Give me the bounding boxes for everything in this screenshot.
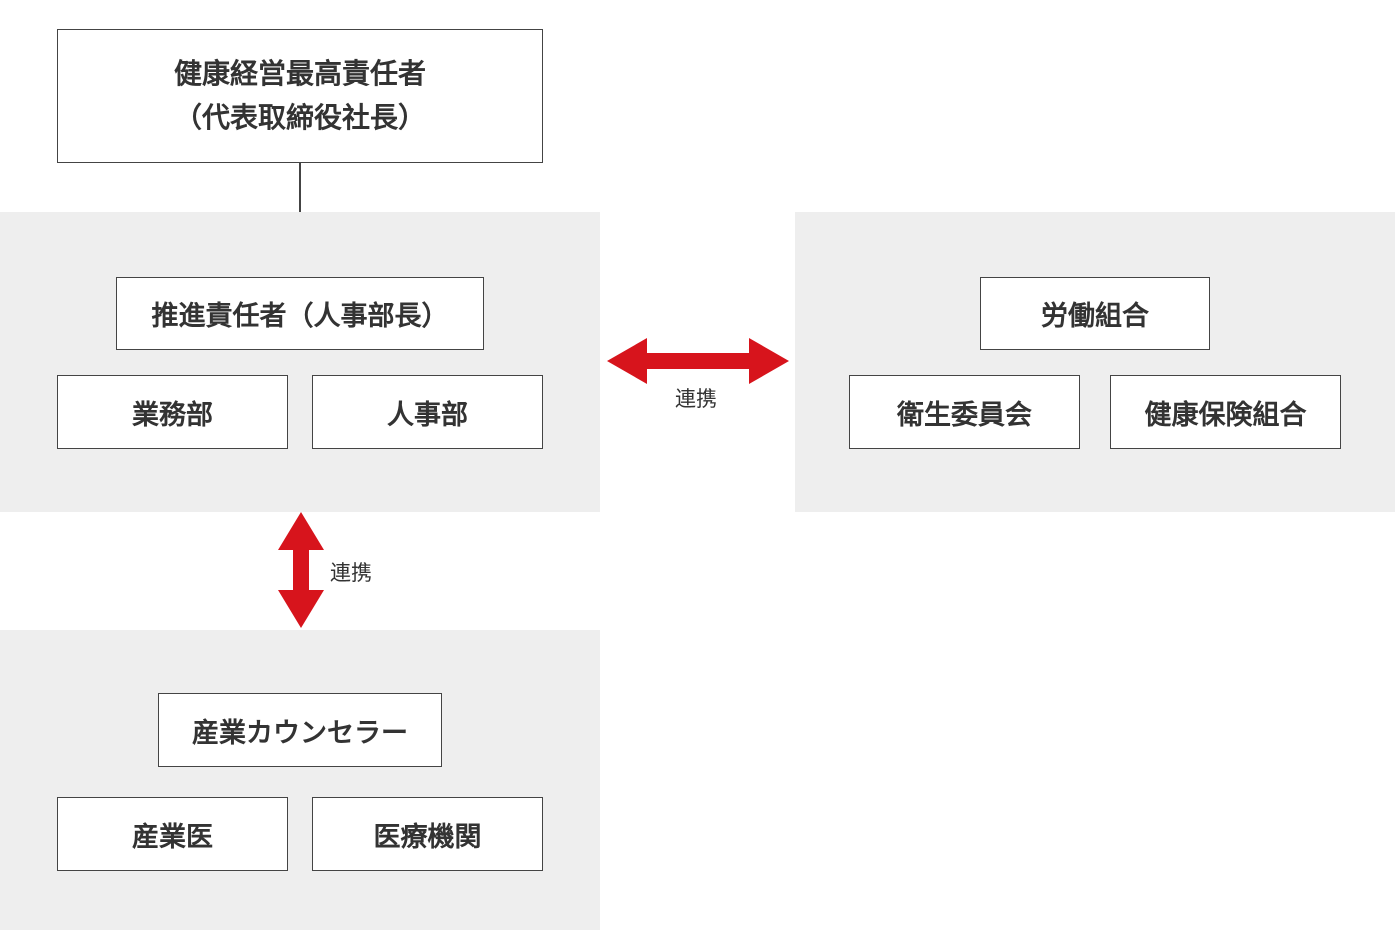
health-committee-box: 衛生委員会 xyxy=(849,375,1080,449)
ceo-role: （代表取締役社長） xyxy=(173,101,426,134)
ceo-title: 健康経営最高責任者 xyxy=(173,57,426,90)
partner-panel xyxy=(795,212,1395,512)
arrow-shape xyxy=(607,338,789,384)
promotion-panel xyxy=(0,212,600,512)
promotion-leader-box: 推進責任者（人事部長） xyxy=(116,277,484,350)
ceo-connector-line xyxy=(299,163,301,212)
medical-institution-box: 医療機関 xyxy=(312,797,543,871)
double-arrow-vertical-icon xyxy=(278,512,324,628)
medical-panel xyxy=(0,630,600,930)
labor-union-box: 労働組合 xyxy=(980,277,1210,350)
link-label-vertical: 連携 xyxy=(330,561,372,585)
department-hr-box: 人事部 xyxy=(312,375,543,449)
industrial-counselor-box: 産業カウンセラー xyxy=(158,693,442,767)
ceo-box: 健康経営最高責任者 （代表取締役社長） xyxy=(57,29,543,163)
arrow-shape xyxy=(278,512,324,628)
double-arrow-horizontal-icon xyxy=(607,338,789,384)
department-business-box: 業務部 xyxy=(57,375,288,449)
health-insurance-box: 健康保険組合 xyxy=(1110,375,1341,449)
industrial-physician-box: 産業医 xyxy=(57,797,288,871)
link-label-horizontal: 連携 xyxy=(675,387,717,411)
